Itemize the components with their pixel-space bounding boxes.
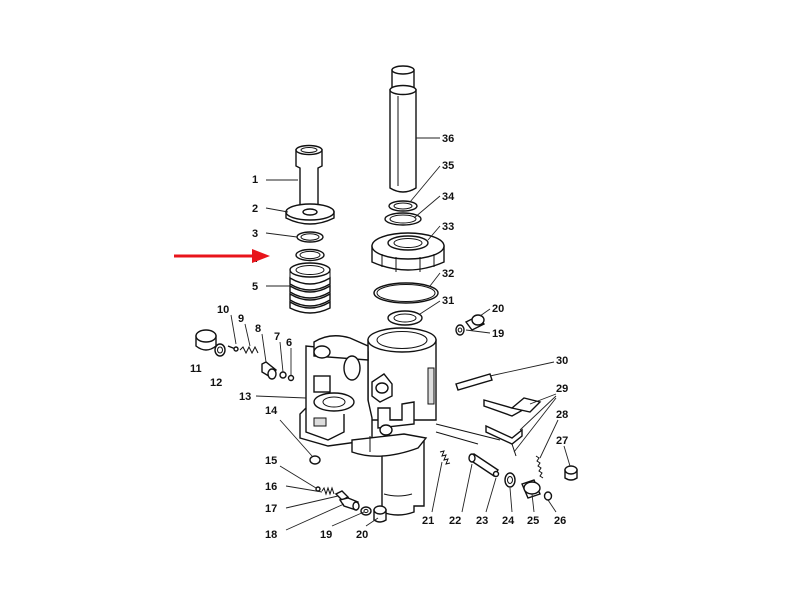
callout-12: 12 [210,377,222,389]
part-34-seal[interactable] [384,212,422,226]
callout-16: 16 [265,481,277,493]
part-8-plunger[interactable] [261,361,277,380]
callout-9: 9 [238,313,244,325]
part-27-nut[interactable] [564,465,578,481]
callout-14: 14 [265,405,278,417]
callout-2: 2 [252,203,258,215]
callout-11: 11 [190,363,202,375]
part-22-shaft[interactable] [468,453,499,477]
callout-23: 23 [476,515,488,527]
part-29-levers[interactable] [435,397,542,457]
part-5-spring[interactable] [289,262,331,314]
callout-36: 36 [442,133,454,145]
part-32-o-ring[interactable] [373,282,439,304]
callout-7: 7 [274,331,280,343]
part-1-sleeve[interactable] [295,144,323,210]
part-7-ball[interactable] [279,371,287,379]
callout-19-upper: 19 [492,328,504,340]
callout-labels: 1 2 3 4 5 6 7 8 9 10 11 12 13 14 15 16 1… [190,133,568,541]
callout-28: 28 [556,409,568,421]
part-23-ring[interactable] [492,470,500,478]
callout-34: 34 [442,191,455,203]
callout-31: 31 [442,295,454,307]
callout-13: 13 [239,391,251,403]
part-25-cap[interactable] [521,479,541,499]
part-3-ring[interactable] [296,231,324,243]
callout-18: 18 [265,529,277,541]
part-26-o-ring[interactable] [543,491,553,501]
part-35-ring[interactable] [388,200,418,212]
part-15-pin[interactable] [315,486,321,492]
part-16-spring[interactable] [321,486,335,496]
callout-25: 25 [527,515,539,527]
callout-8: 8 [255,323,261,335]
part-36-rod[interactable] [389,65,417,193]
part-19-upper-washer[interactable] [455,324,465,336]
callout-22: 22 [449,515,461,527]
part-18-body[interactable] [338,497,360,511]
part-17-plunger[interactable] [334,490,350,501]
part-30-rod[interactable] [455,373,493,391]
callout-21: 21 [422,515,434,527]
callout-5: 5 [252,281,258,293]
callout-29: 29 [556,383,568,395]
part-4-seal[interactable] [295,248,325,262]
part-9-spring[interactable] [239,345,259,355]
callout-20-lower: 20 [356,529,368,541]
callout-30: 30 [556,355,568,367]
callout-20-upper: 20 [492,303,504,315]
part-11-cap[interactable] [195,329,217,351]
leader-lines [230,137,571,531]
callout-35: 35 [442,160,454,172]
callout-17: 17 [265,503,277,515]
callout-1: 1 [252,174,258,186]
part-10-pin[interactable] [227,345,239,352]
part-31-ring[interactable] [387,310,423,326]
housing-body[interactable] [299,327,437,516]
callout-26: 26 [554,515,566,527]
part-20-upper-screw[interactable] [464,314,486,331]
red-arrow-icon [174,249,270,263]
callout-10: 10 [217,304,229,316]
callout-15: 15 [265,455,277,467]
callout-3: 3 [252,228,258,240]
part-19-lower-washer[interactable] [360,506,372,516]
callout-32: 32 [442,268,454,280]
callout-19-lower: 19 [320,529,332,541]
part-28-spring[interactable] [535,455,544,479]
callout-24: 24 [502,515,515,527]
callout-27: 27 [556,435,568,447]
part-14-o-ring[interactable] [309,455,321,465]
part-24-seal[interactable] [504,472,516,488]
part-6-pin[interactable] [287,374,295,382]
callout-33: 33 [442,221,454,233]
callout-6: 6 [286,337,292,349]
part-2-washer[interactable] [285,203,335,225]
part-21-spring[interactable] [439,450,451,465]
part-12-washer[interactable] [214,343,226,357]
part-33-nut[interactable] [371,232,445,272]
